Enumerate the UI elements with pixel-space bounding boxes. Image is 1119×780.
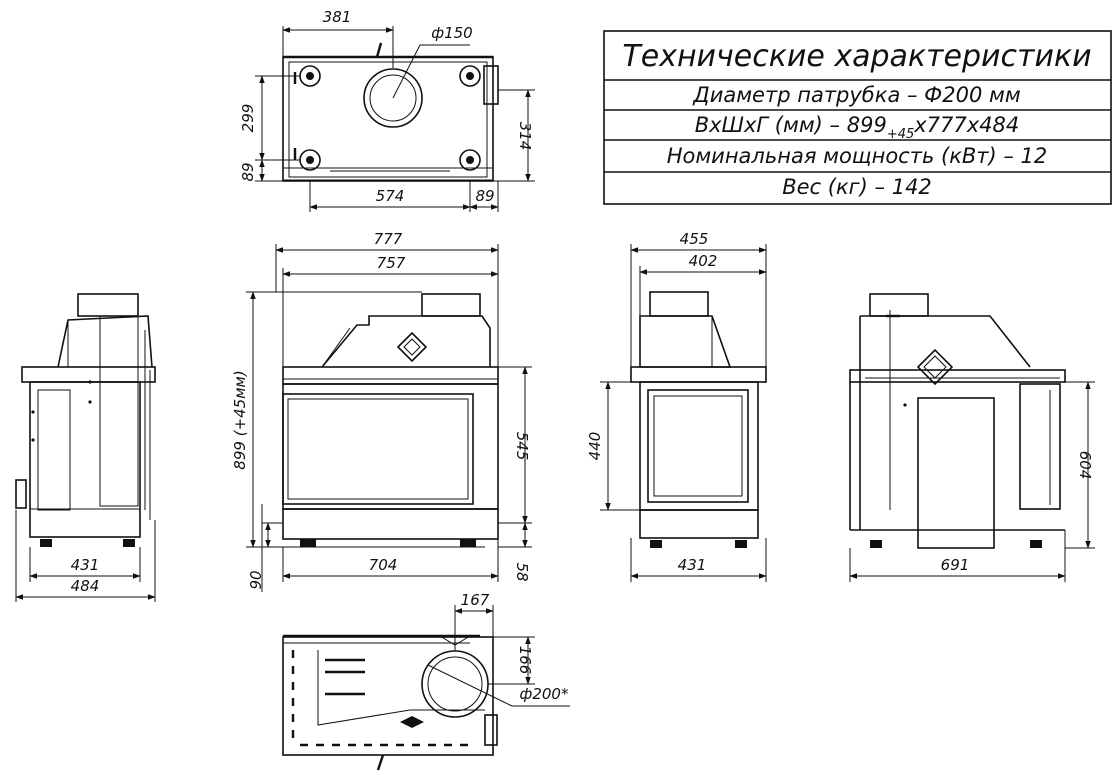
dim-top-314: 314 — [516, 122, 534, 151]
dim-front-90: 90 — [247, 570, 265, 589]
dim-back-604: 604 — [1076, 451, 1094, 480]
specs-title: Технические характеристики — [622, 39, 1091, 74]
dim-front-777: 777 — [374, 230, 403, 248]
dim-top-574: 574 — [376, 187, 405, 205]
specs-table: Технические характеристики Диаметр патру… — [603, 30, 1112, 205]
front-glass-door — [282, 393, 474, 505]
dim-side-440: 440 — [586, 432, 604, 461]
bottom-view: ф200* 167 166 — [282, 591, 570, 771]
left-side-view: 431 484 — [15, 293, 156, 602]
spec-dimensions-tolerance: +45 — [887, 127, 914, 142]
front-view: 777 757 899 (+45мм) 545 90 704 58 — [231, 230, 532, 592]
dim-side-402: 402 — [689, 252, 718, 270]
dim-back-691: 691 — [941, 556, 970, 574]
side-glass — [647, 389, 749, 503]
dim-front-899: 899 (+45мм) — [231, 370, 249, 469]
dim-side-455: 455 — [680, 230, 709, 248]
dim-bottom-d200: ф200* — [520, 685, 569, 703]
spec-dimensions-main: ВхШхГ (мм) – 899 — [695, 113, 887, 137]
spec-weight: Вес (кг) – 142 — [782, 175, 932, 199]
dim-top-89-left: 89 — [239, 162, 257, 181]
dim-top-89-right: 89 — [475, 187, 494, 205]
dim-side-431: 431 — [678, 556, 707, 574]
spec-dimensions-rest: х777х484 — [913, 113, 1019, 137]
side-view: 455 402 440 431 — [586, 230, 767, 582]
top-view: 381 ф150 299 89 314 574 89 — [239, 8, 535, 212]
flue-outlet-200 — [421, 650, 489, 718]
spec-power: Номинальная мощность (кВт) – 12 — [667, 144, 1048, 168]
dim-front-545: 545 — [513, 432, 531, 461]
dim-front-757: 757 — [377, 254, 406, 272]
dim-front-704: 704 — [369, 556, 398, 574]
dim-left-431: 431 — [71, 556, 100, 574]
dim-front-58: 58 — [513, 562, 531, 581]
spec-dimensions: ВхШхГ (мм) – 899+45х777х484 — [695, 113, 1020, 142]
dim-top-d150: ф150 — [431, 24, 472, 42]
dim-bottom-166: 166 — [516, 646, 534, 675]
dim-left-484: 484 — [71, 577, 100, 595]
dim-top-299: 299 — [239, 104, 257, 133]
dim-bottom-167: 167 — [461, 591, 490, 609]
back-view: 604 691 — [849, 293, 1095, 582]
flue-outlet-150 — [363, 68, 423, 128]
spec-connector-diameter: Диаметр патрубка – Ф200 мм — [692, 83, 1021, 107]
dim-top-381: 381 — [323, 8, 352, 26]
